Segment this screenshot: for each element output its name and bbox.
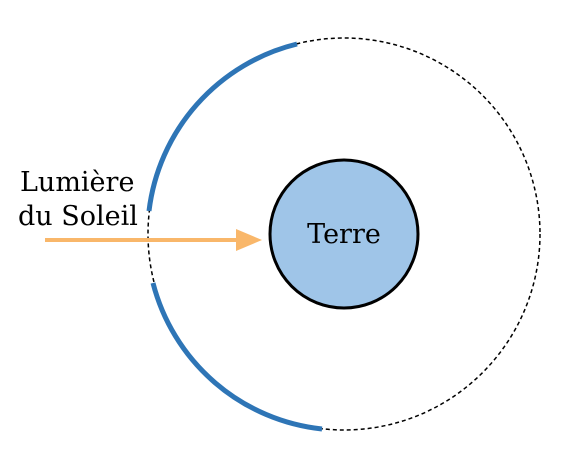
sunlight-arrow-head bbox=[236, 229, 262, 251]
sunlight-label-line1: Lumière bbox=[20, 167, 134, 198]
orbit-arc-upper bbox=[146, 41, 298, 212]
earth-circle bbox=[268, 158, 420, 310]
orbit-circle bbox=[147, 37, 541, 431]
earth-label: Terre bbox=[307, 219, 381, 250]
orbit-arc-lower bbox=[150, 282, 323, 432]
sunlight-label-line2: du Soleil bbox=[18, 201, 138, 232]
